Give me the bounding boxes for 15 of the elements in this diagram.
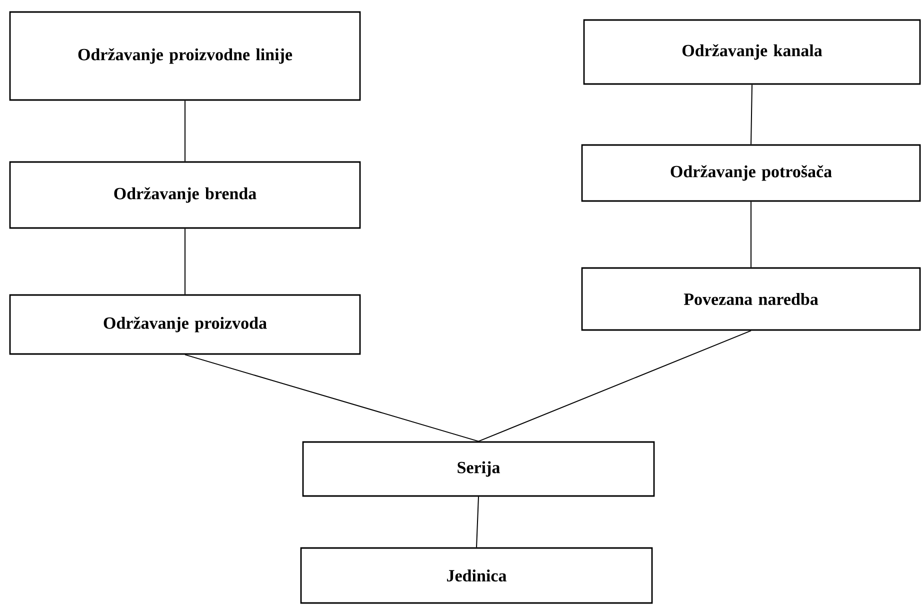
process-box: Jedinica <box>300 547 653 604</box>
connector-line <box>184 228 186 295</box>
process-box: Serija <box>302 441 655 497</box>
connector-line <box>184 100 186 162</box>
process-box: Povezana naredba <box>581 267 921 331</box>
process-box: Održavanje kanala <box>583 19 921 85</box>
connector-line <box>476 496 479 548</box>
connector-line <box>750 84 752 145</box>
connector-line <box>478 330 752 442</box>
connector-line <box>184 354 479 442</box>
process-box: Održavanje brenda <box>9 161 361 229</box>
process-box: Održavanje proizvodne linije <box>9 11 361 101</box>
process-box: Održavanje potrošača <box>581 144 921 202</box>
connector-line <box>750 201 752 268</box>
process-box: Održavanje proizvoda <box>9 294 361 355</box>
